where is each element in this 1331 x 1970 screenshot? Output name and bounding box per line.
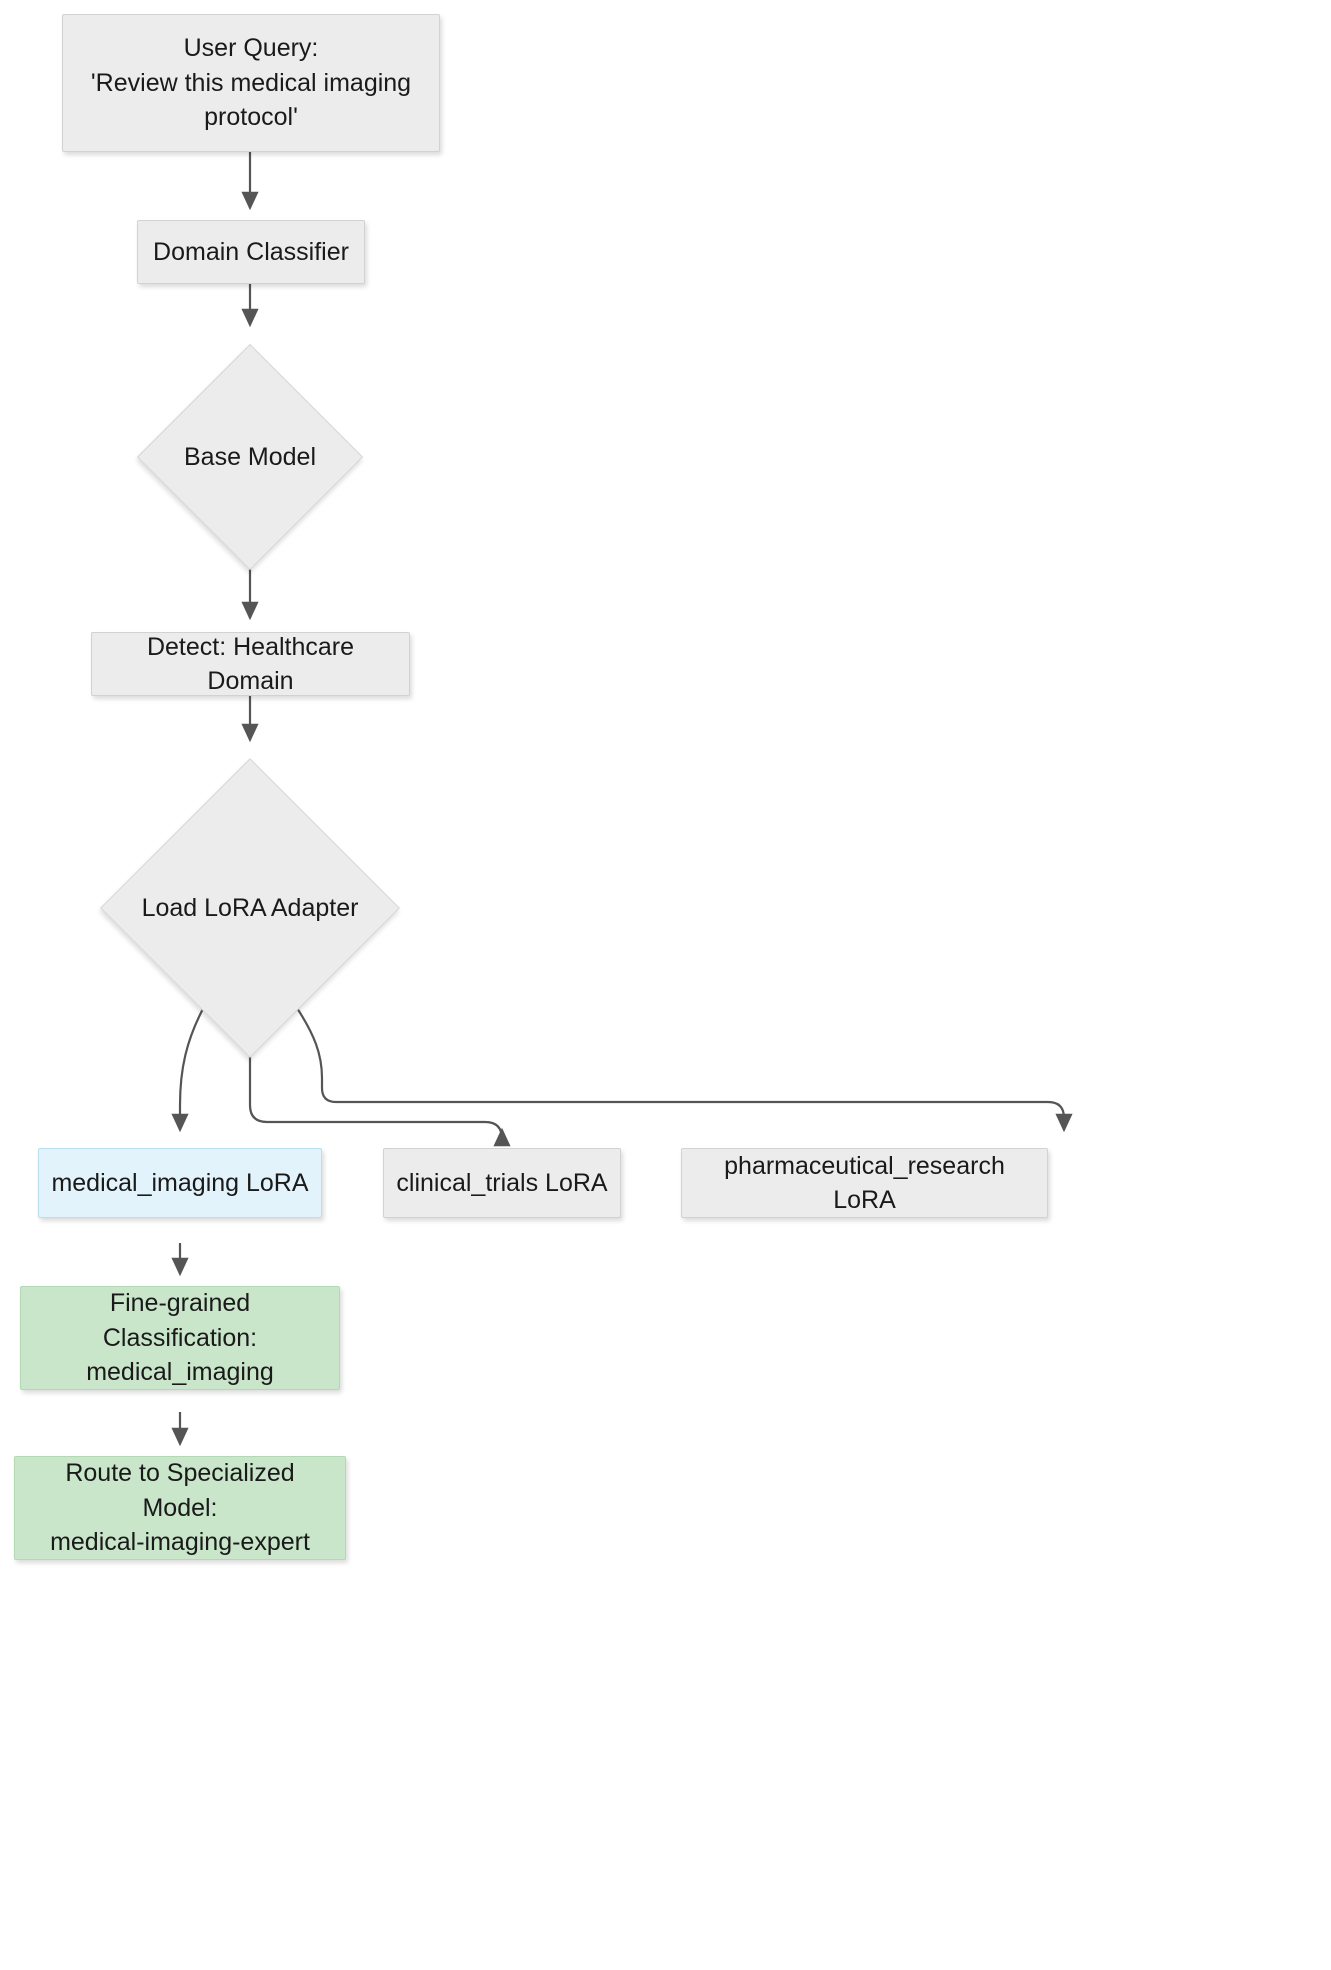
node-route-specialized-model-label: Route to Specialized Model: medical-imag… bbox=[50, 1459, 310, 1557]
node-detect-healthcare-domain-label: Detect: Healthcare Domain bbox=[146, 632, 355, 696]
node-load-lora-adapter-label: Load LoRA Adapter bbox=[141, 893, 359, 922]
node-user-query-label: User Query: 'Review this medical imaging… bbox=[90, 34, 412, 132]
node-user-query[interactable]: User Query: 'Review this medical imaging… bbox=[62, 14, 440, 152]
node-domain-classifier-label: Domain Classifier bbox=[153, 237, 349, 266]
edge-load-lora-adapter-to-clinical-trials-lora bbox=[248, 1055, 511, 1147]
node-medical-imaging-lora[interactable]: medical_imaging LoRA bbox=[38, 1148, 322, 1218]
node-detect-healthcare-domain[interactable]: Detect: Healthcare Domain bbox=[91, 632, 410, 696]
edge-load-lora-adapter-to-pharmaceutical-research-lora bbox=[294, 1004, 1073, 1133]
node-pharmaceutical-research-lora-label: pharmaceutical_research LoRA bbox=[724, 1151, 1005, 1215]
node-fine-grained-classification-label: Fine-grained Classification: medical_ima… bbox=[86, 1289, 274, 1387]
node-clinical-trials-lora[interactable]: clinical_trials LoRA bbox=[383, 1148, 621, 1218]
node-route-specialized-model[interactable]: Route to Specialized Model: medical-imag… bbox=[14, 1456, 346, 1560]
edge-load-lora-adapter-to-medical-imaging-lora bbox=[171, 1004, 206, 1133]
node-fine-grained-classification[interactable]: Fine-grained Classification: medical_ima… bbox=[20, 1286, 340, 1390]
node-base-model[interactable]: Base Model bbox=[136, 343, 364, 571]
node-medical-imaging-lora-label: medical_imaging LoRA bbox=[51, 1168, 309, 1197]
node-base-model-label: Base Model bbox=[183, 442, 317, 471]
node-pharmaceutical-research-lora[interactable]: pharmaceutical_research LoRA bbox=[681, 1148, 1048, 1218]
node-load-lora-adapter[interactable]: Load LoRA Adapter bbox=[100, 758, 400, 1058]
node-domain-classifier[interactable]: Domain Classifier bbox=[137, 220, 365, 284]
node-clinical-trials-lora-label: clinical_trials LoRA bbox=[396, 1168, 608, 1197]
